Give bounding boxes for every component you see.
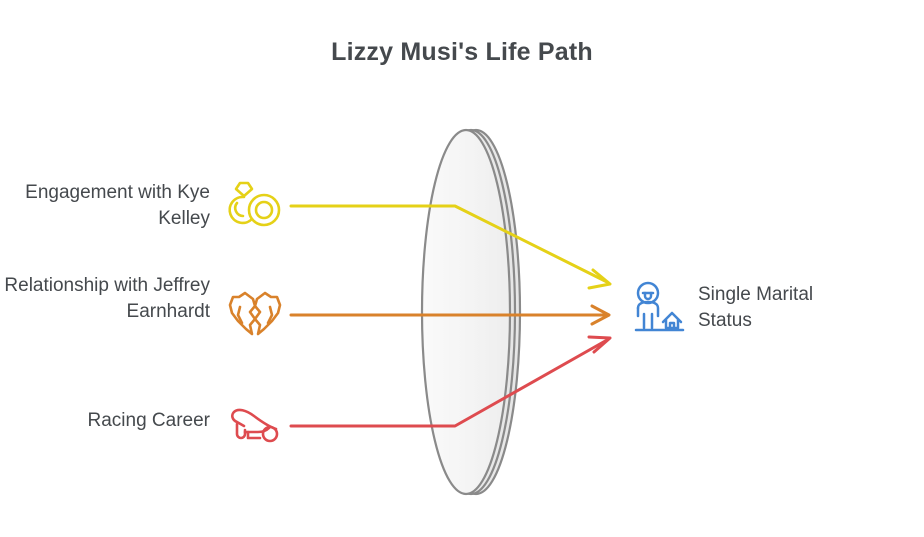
input-label-racing: Racing Career bbox=[87, 410, 211, 431]
outcome-label: Single Marital Status bbox=[698, 283, 814, 331]
outcome-node: Single Marital Status bbox=[630, 280, 868, 336]
person-with-house-icon bbox=[634, 281, 685, 332]
broken-heart-icon bbox=[228, 291, 282, 336]
arrow-racing bbox=[289, 335, 612, 428]
race-car-icon bbox=[231, 408, 279, 443]
engagement-ring-icon bbox=[228, 181, 281, 227]
input-label-relationship: Relationship with Jeffrey Earnhardt bbox=[4, 275, 210, 323]
arrow-relationship bbox=[289, 304, 611, 326]
input-label-engagement: Engagement with Kye Kelley bbox=[25, 182, 210, 230]
arrow-engagement bbox=[289, 204, 612, 290]
page-title: Lizzy Musi's Life Path bbox=[331, 38, 593, 66]
